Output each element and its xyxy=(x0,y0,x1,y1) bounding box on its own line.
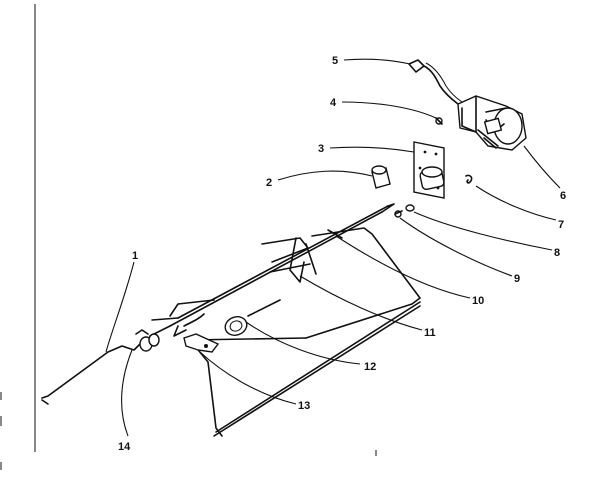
callout-5: 5 xyxy=(332,55,338,67)
callout-3: 3 xyxy=(318,143,324,155)
power-cord-plug xyxy=(408,59,463,105)
bushing-cylinder xyxy=(371,165,391,189)
callout-14: 14 xyxy=(118,441,131,453)
spit-rod xyxy=(149,203,395,337)
callout-10: 10 xyxy=(472,295,484,307)
callout-13: 13 xyxy=(298,400,310,412)
washer-and-screw xyxy=(394,204,415,218)
callout-7: 7 xyxy=(558,219,564,231)
callout-1: 1 xyxy=(132,250,138,262)
spit-handle xyxy=(41,329,160,405)
counterweight xyxy=(183,333,220,353)
spit-forks xyxy=(151,237,317,337)
callout-leaders xyxy=(105,58,561,437)
rotisserie-motor xyxy=(457,95,527,151)
callout-4: 4 xyxy=(330,97,337,109)
motor-screw xyxy=(435,117,443,125)
callout-11: 11 xyxy=(424,327,436,339)
mounting-bracket xyxy=(413,141,445,199)
callout-2: 2 xyxy=(266,177,272,189)
callout-9: 9 xyxy=(514,273,520,285)
spit-ring xyxy=(224,299,281,336)
callout-6: 6 xyxy=(560,190,566,202)
callout-8: 8 xyxy=(554,247,560,259)
retaining-clip xyxy=(465,174,473,184)
callout-12: 12 xyxy=(364,361,376,373)
callout-labels: 1 2 3 4 5 6 7 8 9 10 11 12 13 14 xyxy=(118,55,566,453)
